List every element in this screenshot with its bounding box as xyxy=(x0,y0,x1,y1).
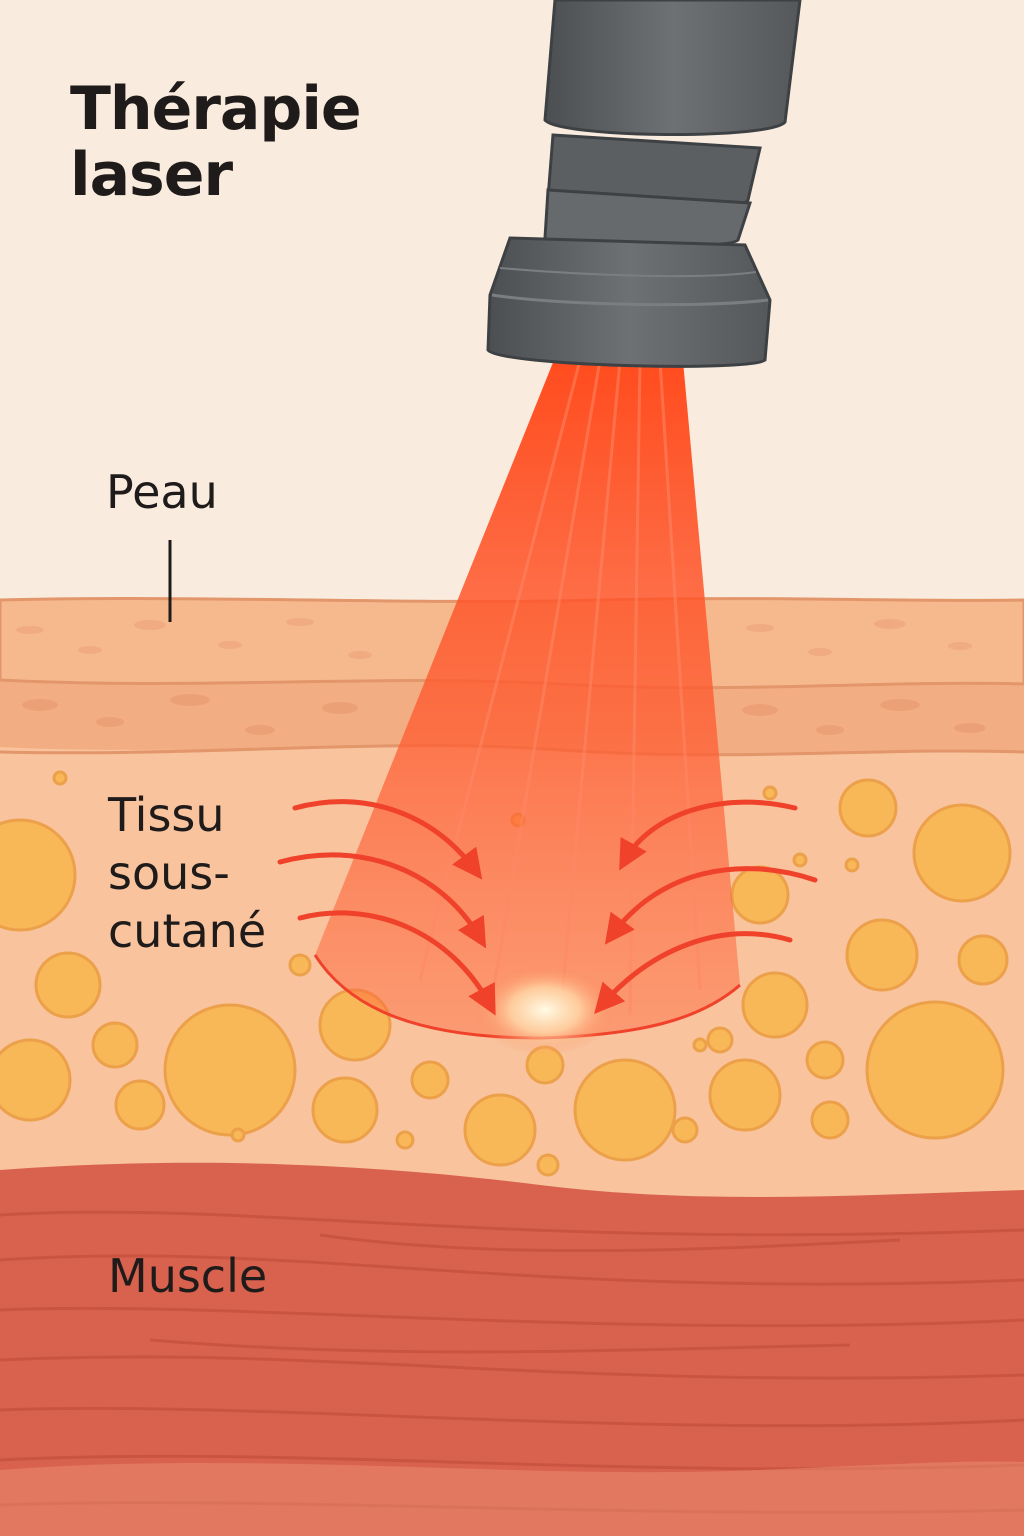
skin-label: Peau xyxy=(106,465,218,519)
dermis-texture xyxy=(22,694,986,735)
muscle-lower-edge xyxy=(0,1461,1024,1536)
subcutaneous-label: Tissu sous- cutané xyxy=(108,786,308,960)
fat-cells xyxy=(0,770,1012,1177)
focus-glow xyxy=(475,965,615,1055)
laser-device-icon xyxy=(486,0,802,368)
title-line-2: laser xyxy=(70,140,233,210)
arrow-icon xyxy=(277,799,818,1016)
subcutaneous-label-line-3: cutané xyxy=(108,904,267,958)
subcutaneous-label-line-2: sous- xyxy=(108,846,230,900)
title-line-1: Thérapie xyxy=(70,74,362,144)
laser-rays xyxy=(418,359,702,1021)
epidermis-texture xyxy=(16,618,972,659)
subcutaneous-label-line-1: Tissu xyxy=(108,788,225,842)
page-title: Thérapie laser xyxy=(70,76,410,208)
muscle-label: Muscle xyxy=(108,1249,268,1303)
muscle-layer xyxy=(0,1157,1024,1536)
